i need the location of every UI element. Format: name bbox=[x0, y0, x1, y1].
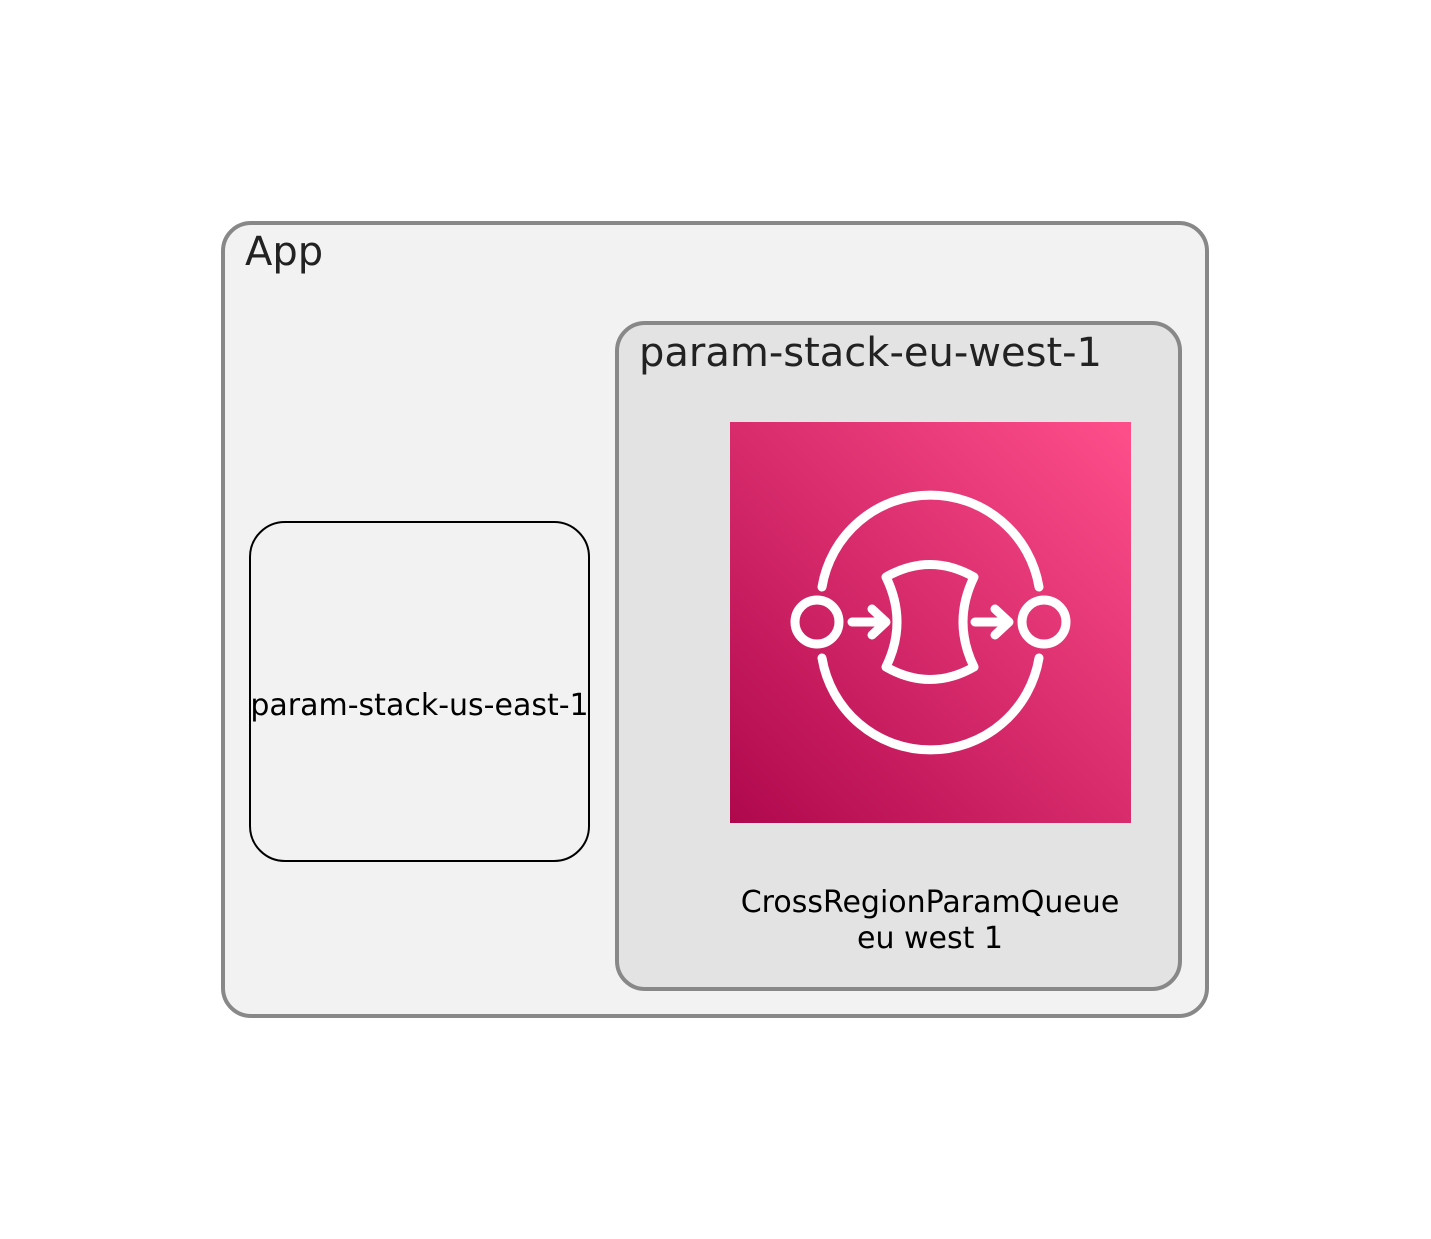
queue-label-line2: eu west 1 bbox=[856, 921, 1003, 956]
app-cluster-title: App bbox=[245, 229, 324, 275]
queue-label-line1: CrossRegionParamQueue bbox=[740, 885, 1120, 920]
stack-us-east-1-node[interactable] bbox=[249, 521, 590, 862]
sqs-queue-icon[interactable] bbox=[730, 422, 1131, 823]
stack-eu-west-1-title: param-stack-eu-west-1 bbox=[639, 330, 1103, 376]
stack-us-east-1-label: param-stack-us-east-1 bbox=[250, 688, 589, 723]
queue-label: CrossRegionParamQueue eu west 1 bbox=[680, 885, 1180, 957]
